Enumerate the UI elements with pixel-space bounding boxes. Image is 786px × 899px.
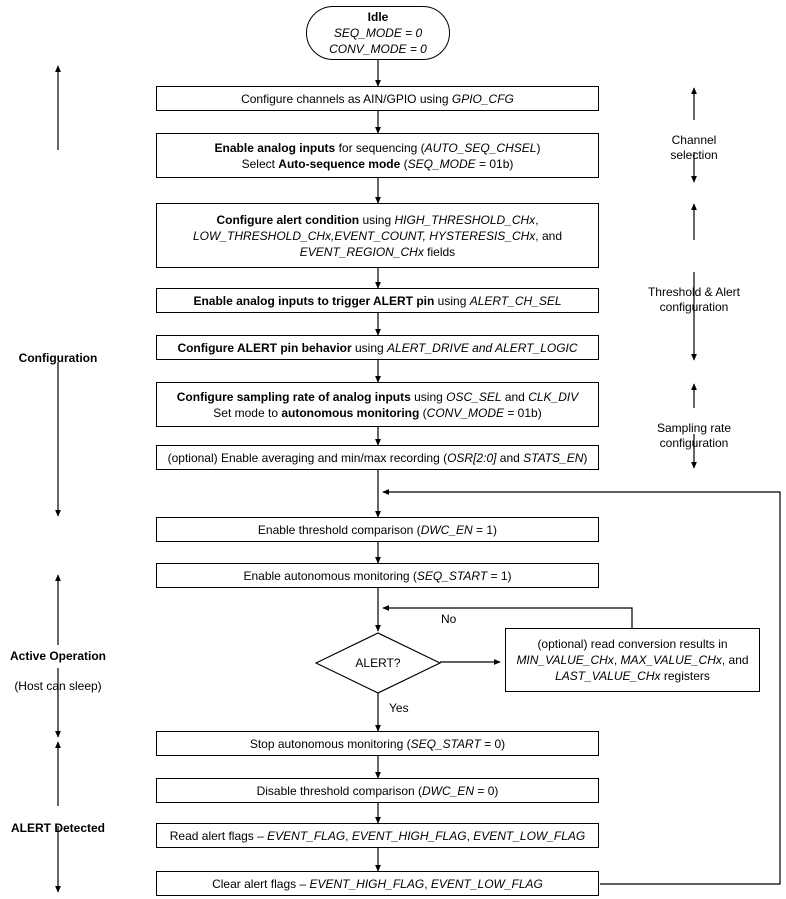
node-stop-autonomous-monitoring-text: Stop autonomous monitoring (SEQ_START = … — [249, 736, 506, 751]
left-annotation-active-operation-label: Active Operation — [9, 649, 107, 663]
node-configure-sampling-rate-text: Configure sampling rate of analog inputs… — [176, 389, 579, 420]
node-clear-alert-flags[interactable]: Clear alert flags – EVENT_HIGH_FLAG, EVE… — [156, 871, 599, 896]
node-configure-sampling-rate[interactable]: Configure sampling rate of analog inputs… — [156, 382, 599, 427]
node-enable-analog-inputs-sequencing-text: Enable analog inputs for sequencing (AUT… — [214, 140, 541, 171]
right-annotation-sampling-rate: Sampling rate configuration — [626, 406, 762, 451]
node-configure-alert-pin-behavior-text: Configure ALERT pin behavior using ALERT… — [177, 340, 578, 355]
node-alert-decision[interactable]: ALERT? — [315, 632, 441, 694]
node-optional-averaging[interactable]: (optional) Enable averaging and min/max … — [156, 445, 599, 470]
node-configure-gpio[interactable]: Configure channels as AIN/GPIO using GPI… — [156, 86, 599, 111]
idle-title: Idle — [367, 10, 389, 24]
right-annotation-threshold-alert: Threshold & Alert configuration — [626, 270, 762, 315]
edge-label-yes: Yes — [389, 701, 409, 715]
node-disable-threshold-comparison[interactable]: Disable threshold comparison (DWC_EN = 0… — [156, 778, 599, 803]
node-enable-alert-trigger-text: Enable analog inputs to trigger ALERT pi… — [193, 293, 562, 308]
node-read-alert-flags-text: Read alert flags – EVENT_FLAG, EVENT_HIG… — [169, 828, 586, 843]
idle-conv-mode: CONV_MODE = 0 — [329, 42, 427, 56]
node-alert-decision-label: ALERT? — [355, 656, 401, 670]
right-annotation-threshold-alert-label: Threshold & Alert configuration — [647, 285, 741, 314]
node-enable-alert-trigger[interactable]: Enable analog inputs to trigger ALERT pi… — [156, 288, 599, 313]
node-idle[interactable]: Idle SEQ_MODE = 0 CONV_MODE = 0 — [306, 6, 450, 60]
node-optional-averaging-text: (optional) Enable averaging and min/max … — [167, 450, 588, 465]
idle-seq-mode: SEQ_MODE = 0 — [333, 26, 423, 40]
node-enable-autonomous-monitoring[interactable]: Enable autonomous monitoring (SEQ_START … — [156, 563, 599, 588]
left-annotation-alert-detected: ALERT Detected — [0, 806, 116, 836]
edge-label-no: No — [441, 612, 457, 626]
node-disable-threshold-comparison-text: Disable threshold comparison (DWC_EN = 0… — [256, 783, 499, 798]
left-annotation-configuration-label: Configuration — [18, 351, 98, 365]
node-configure-alert-pin-behavior[interactable]: Configure ALERT pin behavior using ALERT… — [156, 335, 599, 360]
right-annotation-channel-selection-label: Channel selection — [670, 133, 718, 162]
right-annotation-channel-selection: Channel selection — [626, 118, 762, 163]
left-annotation-active-operation-sublabel: (Host can sleep) — [14, 679, 102, 693]
node-stop-autonomous-monitoring[interactable]: Stop autonomous monitoring (SEQ_START = … — [156, 731, 599, 756]
node-clear-alert-flags-text: Clear alert flags – EVENT_HIGH_FLAG, EVE… — [212, 876, 543, 891]
node-read-alert-flags[interactable]: Read alert flags – EVENT_FLAG, EVENT_HIG… — [156, 823, 599, 848]
node-configure-alert-condition[interactable]: Configure alert condition using HIGH_THR… — [156, 203, 599, 268]
left-annotation-alert-detected-label: ALERT Detected — [10, 821, 105, 835]
left-annotation-configuration: Configuration — [0, 336, 116, 366]
node-enable-threshold-comparison-text: Enable threshold comparison (DWC_EN = 1) — [257, 522, 498, 537]
node-enable-autonomous-monitoring-text: Enable autonomous monitoring (SEQ_START … — [243, 568, 512, 583]
node-configure-alert-condition-text: Configure alert condition using HIGH_THR… — [193, 212, 562, 259]
node-enable-analog-inputs-sequencing[interactable]: Enable analog inputs for sequencing (AUT… — [156, 133, 599, 178]
node-configure-gpio-text: Configure channels as AIN/GPIO using GPI… — [241, 91, 514, 106]
node-enable-threshold-comparison[interactable]: Enable threshold comparison (DWC_EN = 1) — [156, 517, 599, 542]
left-annotation-active-operation: Active Operation (Host can sleep) — [0, 634, 116, 694]
right-annotation-sampling-rate-label: Sampling rate configuration — [656, 421, 732, 450]
